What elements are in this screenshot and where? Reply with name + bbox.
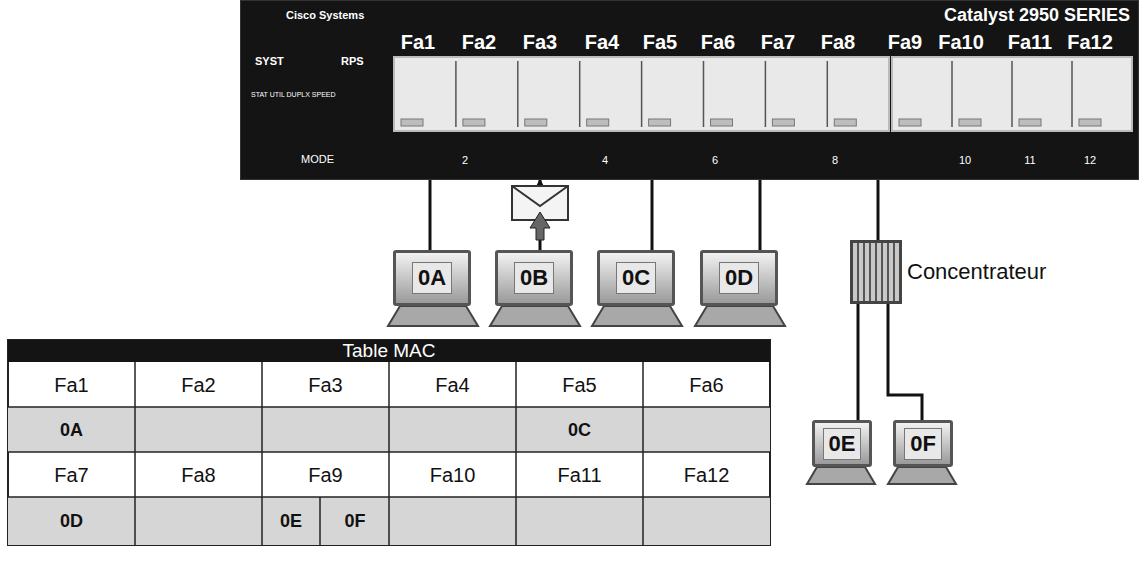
port-label: Fa7 (761, 31, 795, 54)
table-cell: 0C (568, 420, 591, 441)
port-number: 8 (832, 154, 838, 166)
mac-address: 0B (514, 262, 554, 294)
table-header: Fa4 (435, 374, 469, 397)
network-cable (877, 180, 880, 240)
computer: 0D (700, 250, 778, 306)
table-header: Fa10 (430, 464, 476, 487)
port-label: Fa5 (643, 31, 677, 54)
panel-label: RPS (341, 55, 364, 67)
table-header: Fa9 (308, 464, 342, 487)
port-label: Fa10 (938, 31, 984, 54)
table-cell: 0D (60, 511, 83, 532)
computer: 0B (495, 250, 573, 306)
hub-label: Concentrateur (907, 259, 1046, 285)
table-cell: 0A (60, 420, 83, 441)
network-cable (759, 180, 762, 250)
port-label: Fa9 (888, 31, 922, 54)
port-label: Fa3 (523, 31, 557, 54)
panel-label: MODE (301, 153, 334, 165)
table-header: Fa1 (54, 374, 88, 397)
table-header: Fa2 (181, 374, 215, 397)
mac-table (8, 340, 770, 545)
mac-address: 0C (616, 262, 656, 294)
computer: 0A (393, 250, 471, 306)
panel-label: STAT UTIL DUPLX SPEED (251, 91, 336, 98)
table-header: Fa12 (684, 464, 730, 487)
hub: Concentrateur (850, 240, 902, 304)
port-number: 10 (959, 154, 971, 166)
switch-chassis: Cisco SystemsSYST RPS STAT UTIL DUPLX SPEE… (240, 0, 1139, 180)
port-number: 12 (1084, 154, 1096, 166)
network-cable (429, 180, 432, 250)
panel-label: Cisco Systems (286, 9, 364, 21)
computer-base (388, 306, 956, 484)
table-cell: 0E (280, 511, 302, 532)
port-number: 11 (1024, 154, 1035, 166)
port-label: Fa4 (585, 31, 619, 54)
table-header: Fa7 (54, 464, 88, 487)
port-label: Fa8 (821, 31, 855, 54)
port-number: 2 (462, 154, 468, 166)
mac-address: 0F (904, 428, 942, 460)
port-number: 4 (602, 154, 608, 166)
port-label: Fa2 (462, 31, 496, 54)
panel-label: Catalyst 2950 SERIES (944, 5, 1130, 26)
mac-address: 0E (823, 428, 862, 460)
port-panel (241, 1, 1139, 181)
table-header: Fa11 (557, 464, 601, 487)
computer: 0F (893, 420, 953, 467)
port-label: Fa12 (1067, 31, 1113, 54)
table-cell: 0F (344, 511, 365, 532)
mac-address: 0A (412, 262, 452, 294)
table-header: Fa3 (308, 374, 342, 397)
port-label: Fa6 (701, 31, 735, 54)
computer: 0C (597, 250, 675, 306)
envelope-icon (512, 186, 568, 240)
table-header: Fa5 (562, 374, 596, 397)
mac-address: 0D (719, 262, 759, 294)
port-number: 6 (712, 154, 718, 166)
network-cable (857, 304, 860, 420)
table-header: Fa6 (689, 374, 723, 397)
port-label: Fa11 (1008, 31, 1052, 54)
table-header: Fa8 (181, 464, 215, 487)
network-cable (888, 304, 922, 420)
computer: 0E (812, 420, 872, 467)
panel-label: SYST (255, 55, 284, 67)
port-label: Fa1 (401, 31, 435, 54)
network-cable (651, 180, 654, 250)
table-title: Table MAC (343, 340, 436, 362)
